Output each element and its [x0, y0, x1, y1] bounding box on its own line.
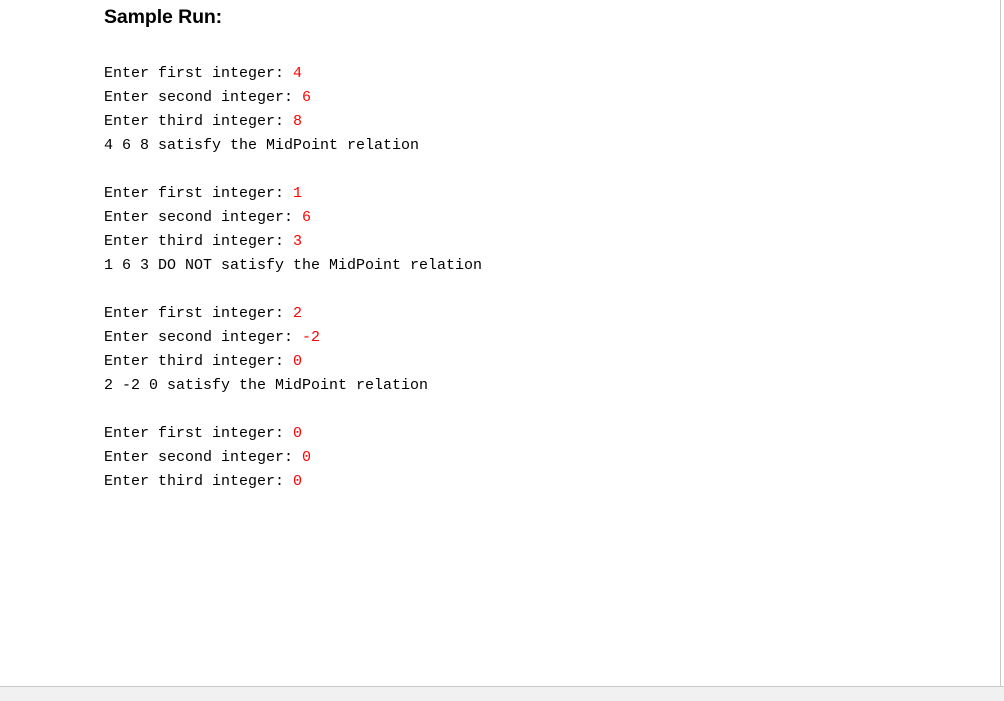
page-title: Sample Run: — [104, 6, 223, 28]
console-prompt-text: Enter second integer: — [104, 329, 303, 346]
console-prompt-line: Enter first integer: 4 — [104, 62, 482, 86]
console-entered-value: 0 — [293, 425, 303, 442]
console-prompt-line: Enter second integer: -2 — [104, 326, 482, 350]
console-block-spacer — [104, 278, 482, 302]
console-entered-value: 4 — [293, 65, 303, 82]
console-entered-value: 0 — [302, 449, 312, 466]
console-prompt-text: Enter third integer: — [104, 113, 294, 130]
console-prompt-line: Enter second integer: 6 — [104, 206, 482, 230]
console-prompt-text: Enter second integer: — [104, 209, 303, 226]
console-entered-value: 6 — [302, 89, 312, 106]
console-result-line: 1 6 3 DO NOT satisfy the MidPoint relati… — [104, 257, 483, 274]
console-block-spacer — [104, 398, 482, 422]
console-prompt-text: Enter second integer: — [104, 89, 303, 106]
console-prompt-text: Enter second integer: — [104, 449, 303, 466]
console-prompt-text: Enter first integer: — [104, 425, 294, 442]
console-prompt-line: Enter third integer: 0 — [104, 470, 482, 494]
console-prompt-text: Enter first integer: — [104, 185, 294, 202]
console-entered-value: 1 — [293, 185, 303, 202]
console-prompt-line: Enter second integer: 0 — [104, 446, 482, 470]
console-entered-value: 0 — [293, 353, 303, 370]
console-entered-value: 0 — [293, 473, 303, 490]
console-prompt-text: Enter first integer: — [104, 65, 294, 82]
footer-strip — [0, 687, 1004, 701]
console-prompt-text: Enter third integer: — [104, 233, 294, 250]
console-entered-value: 6 — [302, 209, 312, 226]
console-prompt-line: Enter third integer: 0 — [104, 350, 482, 374]
console-prompt-line: Enter first integer: 1 — [104, 182, 482, 206]
console-entered-value: -2 — [302, 329, 321, 346]
console-prompt-line: Enter third integer: 3 — [104, 230, 482, 254]
console-entered-value: 3 — [293, 233, 303, 250]
console-prompt-text: Enter first integer: — [104, 305, 294, 322]
console-prompt-line: Enter second integer: 6 — [104, 86, 482, 110]
console-result-line: 4 6 8 satisfy the MidPoint relation — [104, 137, 420, 154]
footer-divider — [0, 686, 1004, 687]
console-entered-value: 2 — [293, 305, 303, 322]
console-prompt-line: Enter first integer: 0 — [104, 422, 482, 446]
console-entered-value: 8 — [293, 113, 303, 130]
console-prompt-text: Enter third integer: — [104, 353, 294, 370]
console-result-line: 2 -2 0 satisfy the MidPoint relation — [104, 377, 429, 394]
console-prompt-line: Enter third integer: 8 — [104, 110, 482, 134]
console-prompt-text: Enter third integer: — [104, 473, 294, 490]
console-block-spacer — [104, 158, 482, 182]
console-prompt-line: Enter first integer: 2 — [104, 302, 482, 326]
